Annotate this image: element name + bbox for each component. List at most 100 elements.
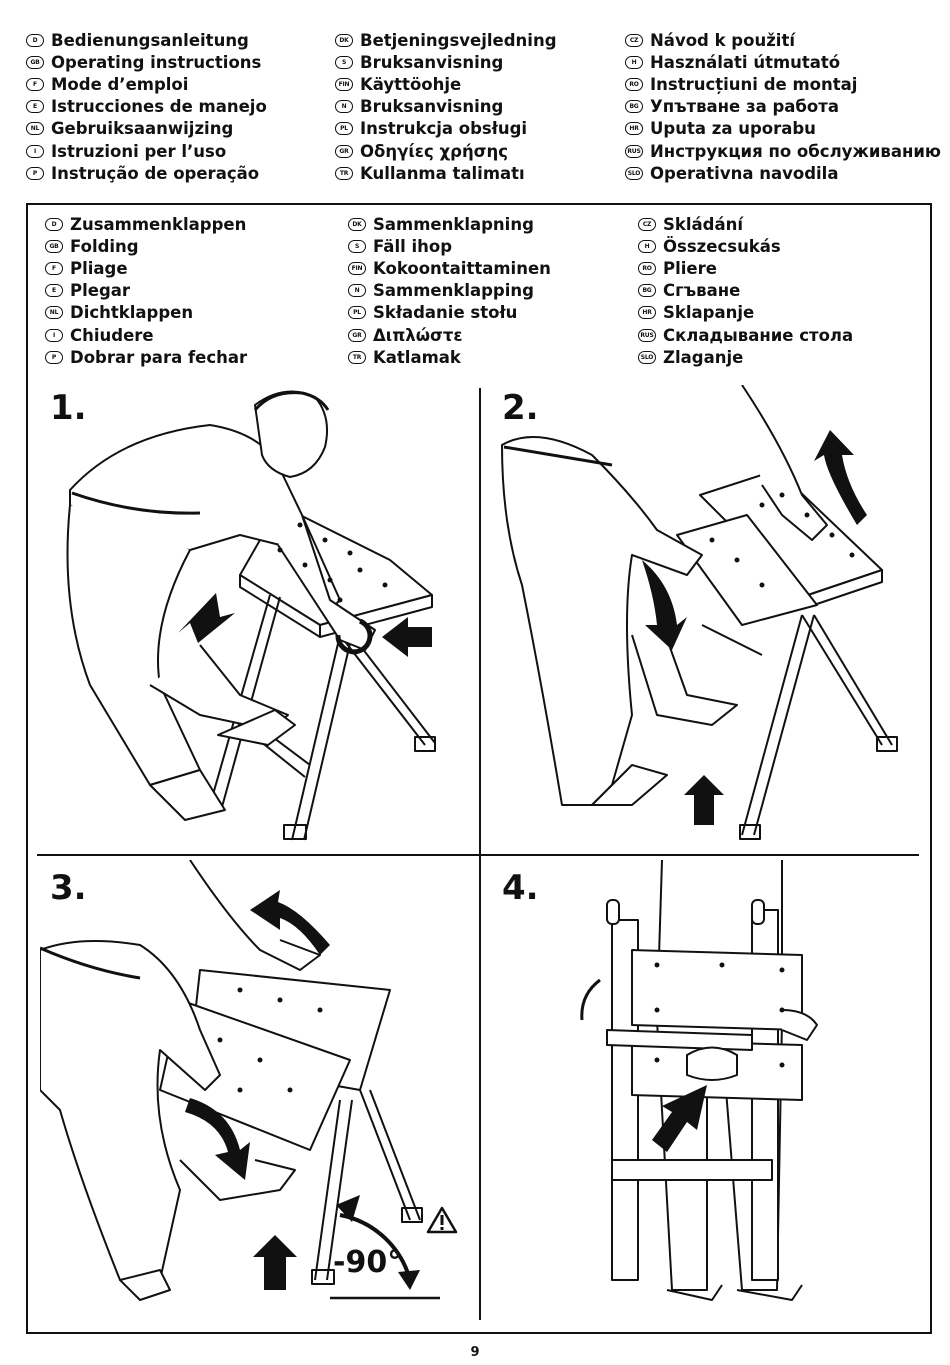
header-item-label: Instrução de operação [51, 163, 260, 183]
header-item-label: Bruksanvisning [360, 52, 504, 72]
language-badge: P [26, 166, 44, 180]
section-item-label: Kokoontaittaminen [373, 258, 551, 278]
warning-icon [426, 1206, 458, 1234]
header-item: GB Operating instructions [26, 51, 267, 73]
header-item-label: Kullanma talimatı [360, 163, 525, 183]
section-item: NL Dichtklappen [45, 302, 247, 324]
arrow-up-icon [178, 593, 235, 643]
header-item-label: Упътване за работа [650, 97, 839, 117]
arrow-left-icon [382, 617, 432, 657]
header-item-label: Gebruiksaanwijzing [51, 119, 234, 139]
language-badge: HR [625, 122, 643, 136]
step-2-illustration [501, 385, 898, 840]
section-item-label: Pliere [663, 258, 717, 278]
step-number-3: 3. [50, 868, 87, 908]
language-badge: SLO [638, 350, 656, 364]
section-item-label: Fäll ihop [373, 236, 453, 256]
header-item: F Mode d’emploi [26, 73, 267, 95]
panel-divider-horizontal [37, 854, 919, 856]
language-badge: TR [335, 166, 353, 180]
header-item-label: Bedienungsanleitung [51, 30, 249, 50]
section-item: RO Pliere [638, 257, 853, 279]
arrow-curved-icon [336, 1195, 360, 1222]
language-badge: D [45, 217, 63, 231]
section-item-label: Składanie stołu [373, 303, 518, 323]
arrow-up-icon [253, 1235, 297, 1290]
language-badge: NL [26, 122, 44, 136]
header-item-label: Operating instructions [51, 52, 262, 72]
language-badge: S [348, 239, 366, 253]
language-badge: N [348, 284, 366, 298]
language-badge: PL [335, 122, 353, 136]
section-item-label: Skládání [663, 214, 743, 234]
language-badge: N [335, 100, 353, 114]
section-item-label: Összecsukás [663, 236, 781, 256]
section-item-label: Sammenklapping [373, 281, 534, 301]
language-badge: TR [348, 350, 366, 364]
language-badge: CZ [625, 33, 643, 47]
language-badge: BG [625, 100, 643, 114]
language-badge: FIN [348, 261, 366, 275]
arrow-curved-up-icon [250, 890, 330, 955]
language-badge: GB [26, 55, 44, 69]
section-item: N Sammenklapping [348, 280, 551, 302]
header-item-label: Návod k použití [650, 30, 796, 50]
language-badge: RO [638, 261, 656, 275]
section-item: S Fäll ihop [348, 235, 551, 257]
header-item-label: Οδηγίες χρήσης [360, 141, 509, 161]
language-badge: I [26, 144, 44, 158]
section-item: FIN Kokoontaittaminen [348, 257, 551, 279]
header-item-label: Operativna navodila [650, 163, 839, 183]
arrow-up-icon [652, 1085, 707, 1152]
language-badge: FIN [335, 77, 353, 91]
section-item-label: Sammenklapning [373, 214, 534, 234]
language-badge: RUS [625, 144, 643, 158]
header-item-label: Istrucciones de manejo [51, 97, 267, 117]
language-badge: P [45, 350, 63, 364]
angle-label: -90° [333, 1245, 403, 1280]
section-item-label: Dichtklappen [70, 303, 194, 323]
section-item-label: Διπλώστε [373, 325, 463, 345]
header-item-label: Mode d’emploi [51, 74, 189, 94]
language-badge: RUS [638, 328, 656, 342]
language-badge: E [45, 284, 63, 298]
section-item-label: Pliage [70, 258, 128, 278]
header-item-label: Betjeningsvejledning [360, 30, 557, 50]
step-number-4: 4. [502, 868, 539, 908]
section-item: P Dobrar para fechar [45, 346, 247, 368]
language-badge: F [45, 261, 63, 275]
section-item-label: Plegar [70, 281, 131, 301]
instruction-frame [26, 203, 932, 1334]
header-item-label: Bruksanvisning [360, 97, 504, 117]
section-item: F Pliage [45, 257, 247, 279]
arrow-curved-icon [398, 1270, 420, 1290]
language-badge: RO [625, 77, 643, 91]
section-item-label: Sklapanje [663, 303, 755, 323]
step-1-illustration [66, 390, 436, 841]
section-item: DK Sammenklapning [348, 213, 551, 235]
language-badge: GB [45, 239, 63, 253]
section-item-label: Dobrar para fechar [70, 347, 248, 367]
language-badge: NL [45, 306, 63, 320]
language-badge: DK [348, 217, 366, 231]
language-badge: F [26, 77, 44, 91]
language-badge: D [26, 33, 44, 47]
step-number-1: 1. [50, 388, 87, 428]
